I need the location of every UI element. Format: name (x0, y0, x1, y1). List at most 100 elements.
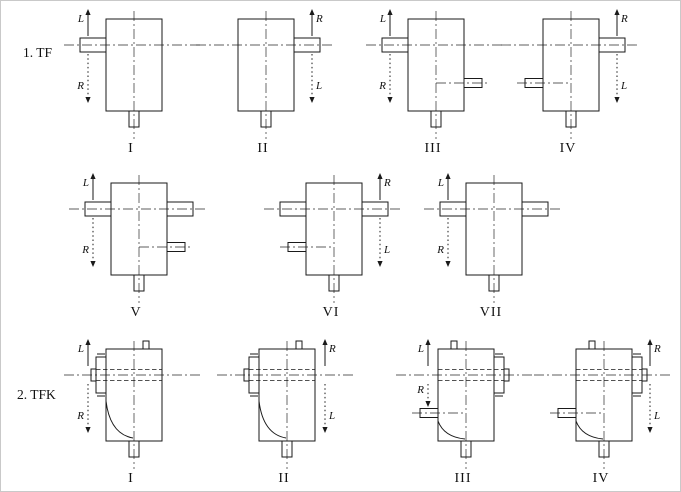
rotation-label-bottom: R (378, 80, 386, 92)
hollow-shaft-end (503, 368, 510, 382)
rotation-label-top: R (620, 13, 628, 25)
assembly-diagram-tf-v: LR (69, 173, 207, 303)
output-shaft-bottom (328, 274, 340, 292)
assembly-diagram-tf-iii: LR (366, 9, 504, 139)
section-label-tf: 1. TF (23, 45, 53, 60)
shaft-left (439, 201, 467, 217)
rotation-arrowhead-up (85, 9, 91, 15)
rotation-label-top: L (417, 343, 424, 355)
rotation-arrowhead-up (322, 339, 328, 345)
rotation-label-top: R (383, 177, 391, 189)
rotation-arrowhead-down (85, 427, 91, 433)
rotation-label-bottom: R (436, 244, 444, 256)
diagram-numeral: II (257, 141, 269, 156)
hollow-shaft-end (90, 368, 97, 382)
output-shaft-bottom (430, 110, 442, 128)
rotation-arrowhead-up (425, 339, 431, 345)
assembly-diagram-tfk-iv: RL (534, 339, 672, 469)
shaft-right (598, 37, 626, 53)
rotation-arrowhead-up (445, 173, 451, 179)
shaft-stub-left (557, 408, 577, 418)
hollow-shaft-end (243, 368, 250, 382)
assembly-diagram-tf-vi: RL (264, 173, 402, 303)
rotation-label-top: L (379, 13, 386, 25)
rotation-arrowhead-down (85, 97, 91, 103)
rotation-arrowhead-down (425, 401, 431, 407)
torque-arm-arc (105, 400, 134, 439)
rotation-arrowhead-up (614, 9, 620, 15)
rotation-label-top: R (653, 343, 661, 355)
rotation-arrowhead-down (445, 261, 451, 267)
rotation-label-bottom: R (416, 384, 424, 396)
rotation-label-top: R (328, 343, 336, 355)
diagram-numeral: I (128, 141, 134, 156)
rotation-label-bottom: R (76, 410, 84, 422)
diagram-numeral: VI (322, 305, 340, 320)
rotation-label-bottom: L (620, 80, 627, 92)
diagram-numeral: II (278, 471, 290, 486)
top-stub-shaft (450, 340, 458, 350)
output-shaft-bottom (128, 110, 140, 128)
output-shaft-bottom (133, 274, 145, 292)
rotation-arrowhead-up (647, 339, 653, 345)
diagram-numeral: III (424, 141, 442, 156)
section-label-tfk: 2. TFK (17, 387, 56, 402)
assembly-diagram-tf-ii: RL (196, 9, 334, 139)
output-shaft-bottom (281, 440, 293, 458)
rotation-arrowhead-down (377, 261, 383, 267)
rotation-label-top: L (82, 177, 89, 189)
top-stub-shaft (588, 340, 596, 350)
shaft-stub-right (463, 78, 483, 88)
shaft-right (166, 201, 194, 217)
output-shaft-bottom (460, 440, 472, 458)
diagram-numeral: V (130, 305, 142, 320)
rotation-label-bottom: L (328, 410, 335, 422)
torque-arm-arc (437, 420, 466, 440)
rotation-label-bottom: R (76, 80, 84, 92)
assembly-diagram-tfk-i: LR (64, 339, 202, 469)
diagram-numeral: I (128, 471, 134, 486)
rotation-arrowhead-down (614, 97, 620, 103)
diagram-numeral: VII (479, 305, 503, 320)
assembly-diagram-tf-vii: LR (424, 173, 562, 303)
torque-arm-arc (258, 400, 287, 439)
rotation-arrowhead-down (647, 427, 653, 433)
rotation-label-bottom: L (315, 80, 322, 92)
shaft-stub-right (166, 242, 186, 252)
shaft-left (84, 201, 112, 217)
assembly-diagram-tf-i: LR (64, 9, 202, 139)
rotation-arrowhead-down (322, 427, 328, 433)
assembly-diagram-tfk-ii: RL (217, 339, 355, 469)
rotation-label-top: R (315, 13, 323, 25)
assembly-diagram-tf-iv: RL (501, 9, 639, 139)
rotation-label-bottom: L (383, 244, 390, 256)
top-stub-shaft (142, 340, 150, 350)
rotation-arrowhead-down (309, 97, 315, 103)
torque-arm-arc (575, 420, 604, 440)
shaft-stub-left (524, 78, 544, 88)
output-shaft-bottom (488, 274, 500, 292)
shaft-left (79, 37, 107, 53)
shaft-left (381, 37, 409, 53)
shaft-right (293, 37, 321, 53)
diagram-numeral: IV (592, 471, 610, 486)
rotation-arrowhead-up (309, 9, 315, 15)
output-shaft-bottom (128, 440, 140, 458)
output-shaft-bottom (565, 110, 577, 128)
output-shaft-bottom (260, 110, 272, 128)
rotation-arrowhead-up (85, 339, 91, 345)
assembly-diagram-tfk-iii: LR (396, 339, 534, 469)
rotation-arrowhead-up (387, 9, 393, 15)
shaft-right (361, 201, 389, 217)
shaft-left (279, 201, 307, 217)
rotation-label-top: L (77, 343, 84, 355)
